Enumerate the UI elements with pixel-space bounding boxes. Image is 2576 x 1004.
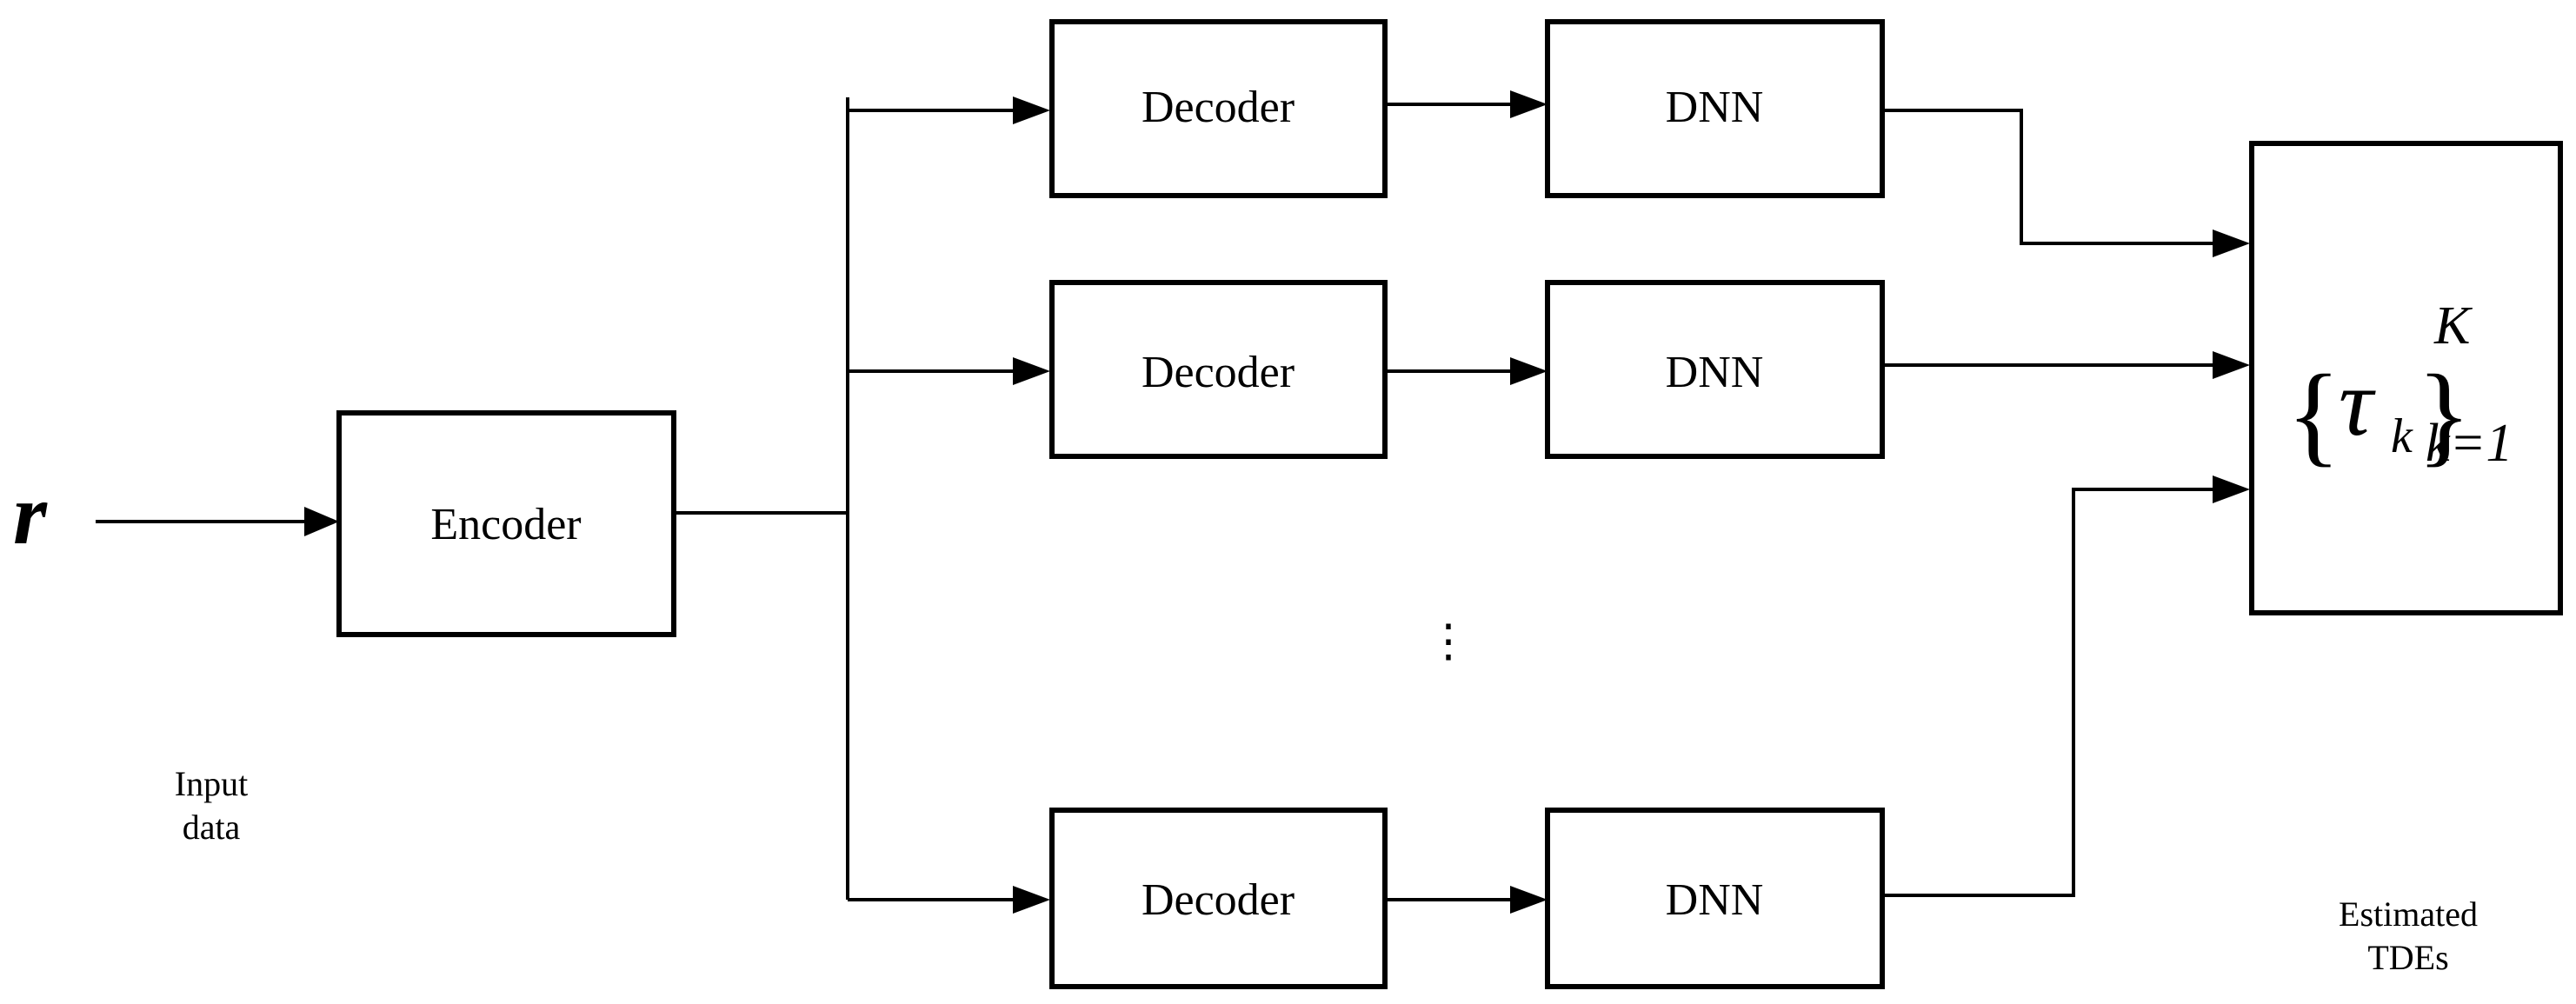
decoder-box-1: [1049, 19, 1388, 198]
decoder-dnn-arrow-head-3: [1510, 886, 1548, 914]
decoder-dnn-arrow-head-1: [1510, 90, 1548, 118]
dnn-label-3: DNN: [1666, 875, 1764, 925]
dnn-output-connector-3: [1882, 488, 2234, 897]
output-subscript: k=1: [2426, 414, 2513, 473]
branch-2-bus-arrow-head: [1013, 357, 1050, 385]
dnn-box-2: [1545, 280, 1885, 459]
dnn-output-arrow-head-1: [2213, 229, 2250, 257]
dnn-label-1: DNN: [1666, 83, 1764, 132]
input-symbol: r: [13, 466, 48, 562]
decoder-dnn-arrow-head-2: [1510, 357, 1548, 385]
encoder-box: [336, 410, 676, 637]
input-arrow-head: [304, 507, 339, 536]
dnn-output-arrow-head-2: [2213, 351, 2250, 379]
decoder-label-3: Decoder: [1142, 875, 1295, 925]
decoder-label-2: Decoder: [1142, 348, 1295, 397]
dnn-label-2: DNN: [1666, 348, 1764, 397]
dnn-output-arrow-head-3: [2213, 475, 2250, 503]
output-caption-line1: Estimated: [2339, 894, 2478, 934]
branch-ellipsis: ⋮: [1426, 617, 1471, 667]
output-box: [2249, 141, 2563, 615]
output-caption-line2: TDEs: [2367, 938, 2448, 977]
encoder-label: Encoder: [430, 500, 581, 549]
output-tau-subscript: k: [2391, 409, 2413, 463]
branch-1-bus-arrow-head: [1013, 96, 1050, 124]
output-tau: τ: [2339, 349, 2376, 455]
decoder-label-1: Decoder: [1142, 83, 1295, 132]
input-caption-line2: data: [183, 808, 241, 847]
output-brace-close: }: [2417, 352, 2471, 477]
dnn-output-connector-1: [1882, 109, 2234, 245]
dnn-box-3: [1545, 808, 1885, 989]
branch-3-bus-arrow-head: [1013, 886, 1050, 914]
output-brace-open: {: [2286, 352, 2340, 477]
input-caption-line1: Input: [175, 764, 248, 803]
output-superscript: K: [2433, 296, 2473, 356]
